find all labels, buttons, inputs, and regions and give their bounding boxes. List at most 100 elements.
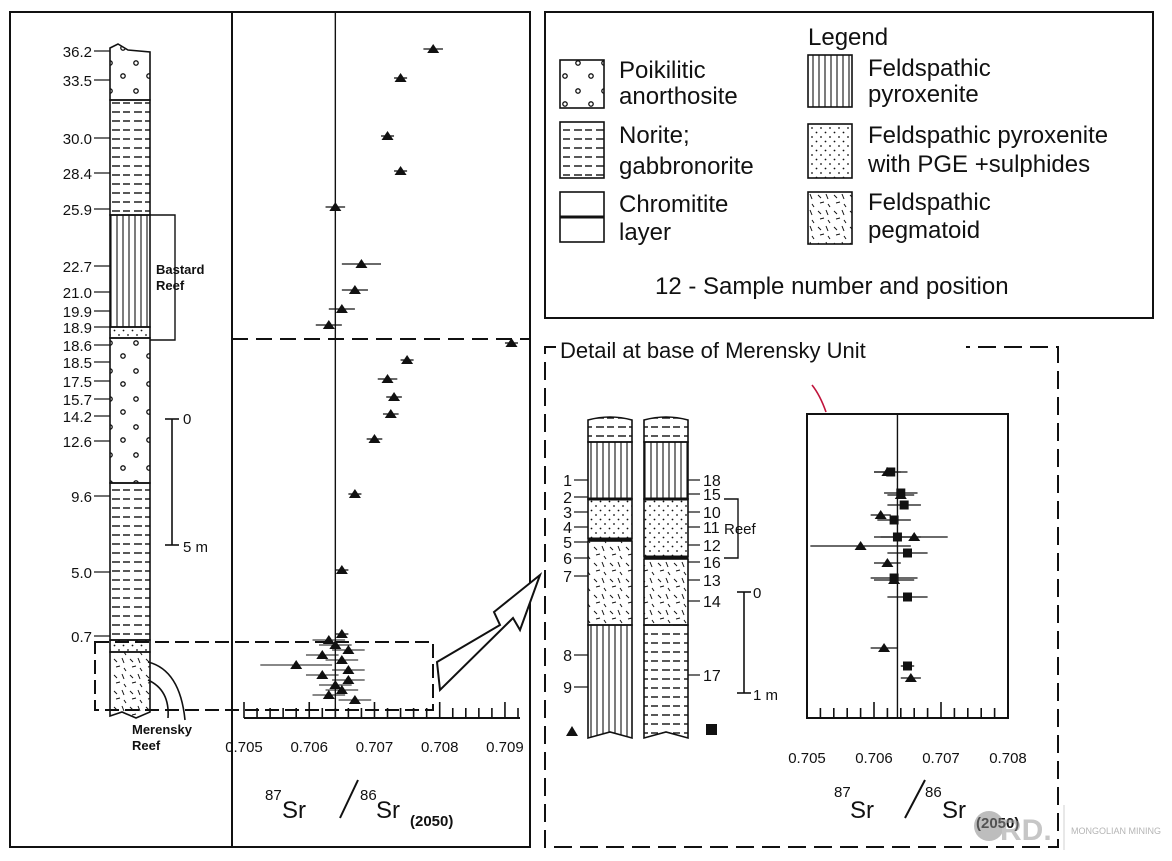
sample-label-left: 5: [563, 535, 572, 552]
detail-xlabel-87: 87: [834, 784, 851, 801]
data-point: [394, 73, 407, 82]
legend-fpx-pge-2: with PGE +sulphides: [867, 151, 1090, 178]
legend-fpx-1: Feldspathic: [868, 55, 991, 82]
detail-triangle-point: [854, 541, 867, 550]
sample-label-right: 14: [703, 594, 721, 611]
bastard-reef-label-2: Reef: [156, 278, 185, 293]
detail-square-point: [892, 532, 902, 542]
bastard-reef-label-1: Bastard: [156, 262, 204, 277]
depth-label: 18.6: [63, 338, 92, 355]
detail-square-point: [889, 573, 899, 583]
depth-label: 21.0: [63, 285, 92, 302]
data-point: [329, 202, 342, 211]
legend-peg-1: Feldspathic: [868, 189, 991, 216]
data-point: [505, 338, 518, 347]
legend-swatch-feldspathic-pyroxenite: [807, 54, 853, 108]
depth-label: 15.7: [63, 392, 92, 409]
data-point: [335, 629, 348, 638]
x-tick-label: 0.706: [290, 739, 328, 756]
depth-label: 0.7: [71, 629, 92, 646]
detail-column-left: [587, 416, 633, 740]
reef-bracket: [724, 498, 739, 559]
detail-scale-top: 0: [753, 585, 761, 602]
depth-label: 30.0: [63, 131, 92, 148]
cluster-point: [348, 695, 361, 704]
cluster-point: [322, 635, 335, 644]
detail-square-point: [886, 467, 896, 477]
cluster-point: [342, 645, 355, 654]
sample-label-left: 6: [563, 551, 572, 568]
depth-label: 17.5: [63, 374, 92, 391]
depth-labels: 36.233.530.028.425.922.721.019.918.918.6…: [63, 44, 110, 646]
scale-bottom-label: 5 m: [183, 539, 208, 556]
watermark: RD. MONGOLIAN MINING: [974, 805, 1161, 850]
detail-triangle-point: [904, 673, 917, 682]
main-scale-bar: [165, 418, 179, 546]
legend-swatch-norite: [559, 121, 605, 179]
detail-square-point: [889, 515, 899, 525]
legend-peg-2: pegmatoid: [868, 217, 980, 244]
data-point: [384, 409, 397, 418]
left-panel-frame: [9, 11, 531, 848]
sample-label-right: 10: [703, 505, 721, 522]
bastard-reef-bracket: [150, 214, 176, 341]
depth-label: 22.7: [63, 259, 92, 276]
data-point: [335, 565, 348, 574]
detail-x-tick-label: 0.707: [922, 750, 960, 767]
legend-poikilitic-2: anorthosite: [619, 83, 738, 110]
detail-title: Detail at base of Merensky Unit: [560, 338, 866, 363]
detail-triangle-point: [874, 510, 887, 519]
legend-norite-1: Norite;: [619, 122, 690, 149]
sample-label-right: 17: [703, 668, 721, 685]
data-point: [322, 320, 335, 329]
sample-label-left: 1: [563, 473, 572, 490]
detail-xlabel-slash: [904, 779, 926, 819]
data-point: [401, 355, 414, 364]
sample-label-left: 4: [563, 520, 572, 537]
x-tick-label: 0.708: [421, 739, 459, 756]
legend-swatch-pegmatoid: [807, 191, 853, 245]
detail-xlabel-sr2: Sr: [942, 797, 966, 824]
detail-xlabel-86: 86: [925, 784, 942, 801]
data-point: [348, 285, 361, 294]
detail-triangle-point: [878, 643, 891, 652]
data-point: [388, 392, 401, 401]
main-xlabel-sr1: Sr: [282, 797, 306, 824]
depth-label: 12.6: [63, 434, 92, 451]
x-tick-label: 0.707: [356, 739, 394, 756]
data-point: [348, 489, 361, 498]
main-xlabel-sr2: Sr: [376, 797, 400, 824]
detail-square-point: [903, 548, 912, 558]
main-xlabel-age: (2050): [410, 813, 453, 830]
depth-label: 5.0: [71, 565, 92, 582]
data-point: [381, 374, 394, 383]
main-xlabel-87: 87: [265, 787, 282, 804]
detail-column-right: [643, 416, 689, 740]
sample-label-right: 12: [703, 538, 721, 555]
merensky-pointer: [147, 661, 186, 721]
cluster-point: [316, 650, 329, 659]
detail-square-point: [903, 661, 912, 671]
watermark-text: RD.: [1000, 814, 1052, 847]
watermark-sub: MONGOLIAN MINING: [1071, 826, 1161, 836]
legend-chromitite-1: Chromitite: [619, 191, 728, 218]
sample-label-left: 9: [563, 680, 572, 697]
cluster-point: [342, 665, 355, 674]
merensky-label-1: Merensky: [132, 722, 193, 737]
detail-selection-box: [94, 641, 434, 711]
cluster-point: [290, 660, 303, 669]
legend-norite-2: gabbronorite: [619, 153, 754, 180]
detail-square-point: [903, 592, 912, 602]
cluster-point: [335, 655, 348, 664]
legend-fpx-pge-1: Feldspathic pyroxenite: [868, 122, 1108, 149]
cluster-point: [329, 680, 342, 689]
cluster-point: [316, 670, 329, 679]
detail-arrow: [435, 571, 543, 693]
legend-fpx-2: pyroxenite: [868, 81, 979, 108]
depth-label: 14.2: [63, 409, 92, 426]
main-xlabel-slash: [339, 779, 359, 819]
sample-label-left: 3: [563, 505, 572, 522]
